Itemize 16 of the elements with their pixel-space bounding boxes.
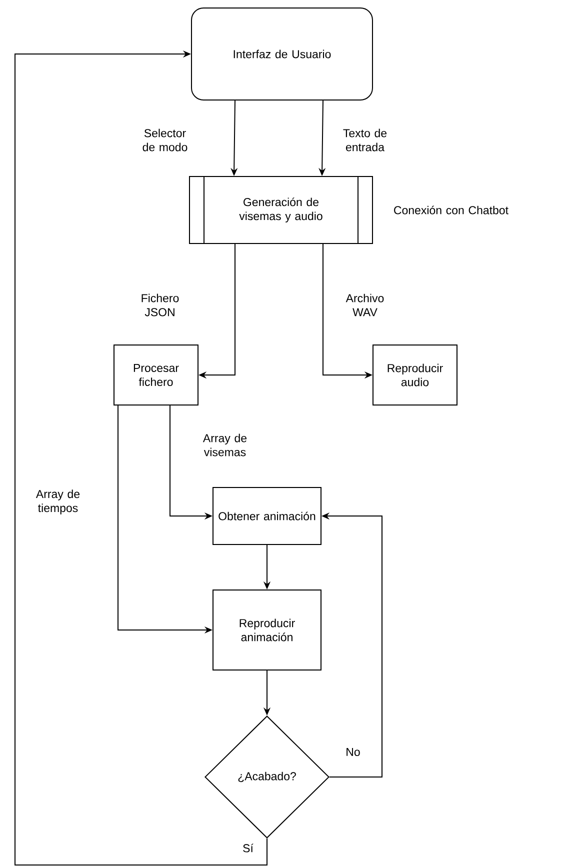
beside-text: Conexión con Chatbot [394,206,508,214]
subprocess-box: Generación de visemas y audio [189,176,373,244]
edge-label: Selector de modo [136,128,194,152]
process-box: Obtener animación [212,487,322,545]
edge-label: Array de tiempos [27,488,89,516]
edge-label: Sí [239,842,257,854]
process-box: Reproducir animación [212,590,322,670]
edge-label: Fichero JSON [134,292,186,318]
edge-label: Archivo WAV [339,292,391,318]
process-box: Reproducir audio [372,344,458,406]
process-box: Procesar fichero [114,344,198,406]
start-box: Interfaz de Usuario [191,8,373,100]
edge-label: Texto de entrada [336,128,394,152]
arrow [14,50,268,866]
edge-label: No [342,747,364,758]
edge-label: Array de visemas [194,432,256,458]
